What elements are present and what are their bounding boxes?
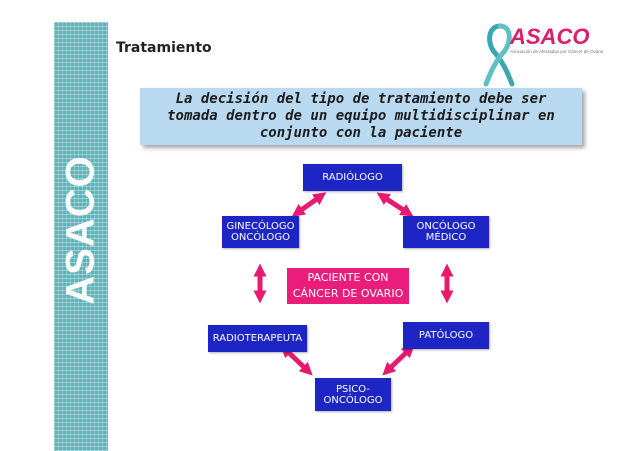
node-radioterapeuta: RADIOTERAPEUTA: [208, 325, 307, 352]
arrow-patologo-psicooncologo: [382, 344, 415, 376]
node-patologo: PATÓLOGO: [403, 322, 489, 349]
sidebar-band: [54, 22, 108, 451]
page-title: Tratamiento: [116, 40, 212, 56]
arrow-radioterapeuta-psicooncologo: [280, 344, 313, 376]
arrow-radiologo-oncologo: [376, 192, 414, 217]
logo-wordmark: ASACO: [510, 24, 590, 49]
node-ginecologo: GINECÓLOGO ONCÓLOGO: [222, 216, 299, 248]
node-oncologo-medico: ONCÓLOGO MÉDICO: [403, 216, 489, 248]
statement-banner: La decisión del tipo de tratamiento debe…: [140, 88, 582, 145]
center-patient-node: PACIENTE CON CÁNCER DE OVARIO: [287, 268, 409, 304]
statement-text: La decisión del tipo de tratamiento debe…: [167, 91, 555, 141]
node-radiologo: RADIÓLOGO: [303, 164, 402, 191]
arrow-ginecologo-radiologo: [291, 192, 327, 217]
ribbon-logo-icon: [483, 23, 515, 87]
node-psicooncologo: PSICO-ONCÓLOGO: [315, 378, 391, 411]
logo-tagline: Asociación de Afectados por Cáncer de Ov…: [510, 49, 604, 54]
